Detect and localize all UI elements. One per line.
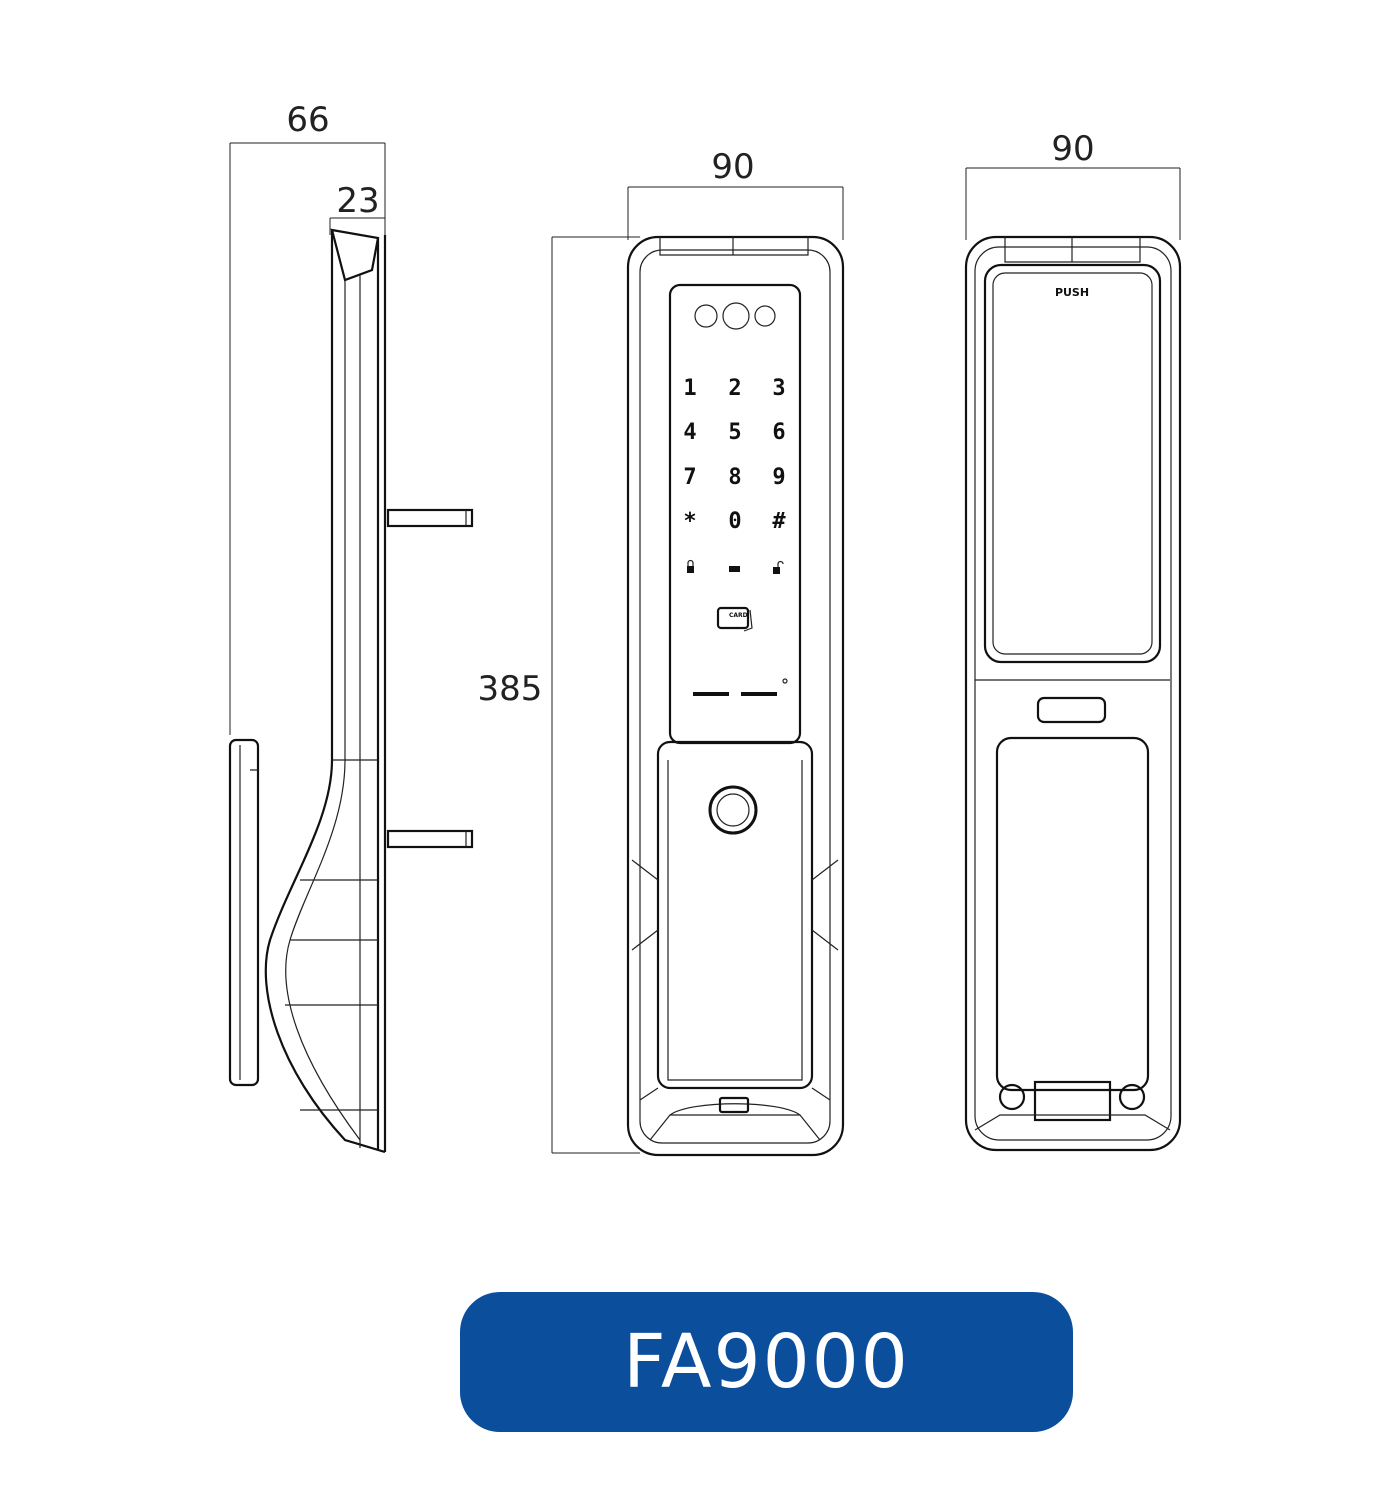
status-bar-left: [693, 692, 729, 696]
dimension-90-front: 90: [627, 147, 844, 240]
lock-icon: [687, 559, 694, 573]
camera-sensors: [694, 302, 776, 330]
battery-cover-window: [983, 263, 1162, 664]
screw-left: [998, 1083, 1026, 1111]
dimension-385: 385: [478, 236, 640, 1154]
card-label: CARD: [729, 612, 748, 619]
push-label: PUSH: [1055, 286, 1089, 299]
key-5[interactable]: 5: [728, 420, 741, 445]
dimension-23: 23: [329, 181, 385, 235]
screw-right: [1118, 1083, 1146, 1111]
spindle-lower: [386, 829, 474, 849]
fingerprint-sensor-icon[interactable]: [708, 785, 758, 835]
back-view: 90 PUSH: [964, 129, 1182, 1152]
emergency-key-cover: [718, 1096, 750, 1114]
indicator-led: [782, 678, 788, 684]
key-1[interactable]: 1: [683, 376, 696, 401]
key-8[interactable]: 8: [728, 465, 741, 490]
card-reader-icon: CARD: [716, 606, 753, 632]
dimension-label-23: 23: [336, 181, 379, 221]
key-9[interactable]: 9: [772, 465, 785, 490]
key-2[interactable]: 2: [728, 376, 741, 401]
key-3[interactable]: 3: [772, 376, 785, 401]
dimension-label-90-front: 90: [711, 147, 754, 187]
model-name: FA9000: [623, 1319, 910, 1405]
key-hash[interactable]: #: [772, 509, 786, 534]
dimension-label-66: 66: [286, 100, 329, 140]
key-star[interactable]: *: [683, 509, 696, 534]
status-bar-right: [741, 692, 777, 696]
spindle-upper: [386, 508, 474, 528]
model-badge: FA9000: [460, 1292, 1073, 1432]
mortise-cover: [1033, 1080, 1112, 1122]
front-view: 90 385 1 2 3 4 5 6 7 8 9 * 0 #: [478, 147, 845, 1157]
dimension-90-back: 90: [965, 129, 1181, 240]
key-6[interactable]: 6: [772, 420, 785, 445]
card-mode-icon: [729, 566, 740, 572]
thumbturn-slot[interactable]: [1036, 696, 1107, 724]
keypad: 1 2 3 4 5 6 7 8 9 * 0 #: [683, 376, 786, 534]
key-4[interactable]: 4: [683, 420, 696, 445]
dimension-label-385: 385: [478, 669, 543, 709]
dimension-66: 66: [229, 100, 386, 735]
unlock-icon: [773, 560, 784, 574]
key-7[interactable]: 7: [683, 465, 696, 490]
side-view: 66 23: [228, 100, 474, 1154]
push-pull-handle[interactable]: [656, 740, 814, 1090]
inner-handle-cover[interactable]: [995, 736, 1150, 1092]
dimension-label-90-back: 90: [1051, 129, 1094, 169]
key-0[interactable]: 0: [728, 509, 741, 534]
